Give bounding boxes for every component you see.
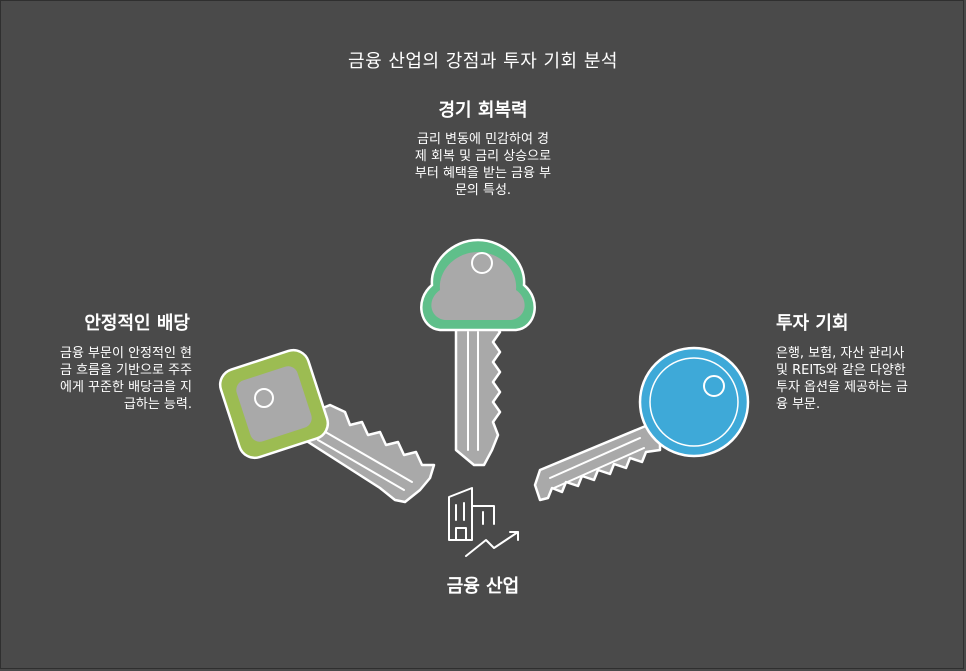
right-desc-line: 은행, 보험, 자산 관리사 <box>776 346 905 361</box>
top-key-hole <box>471 252 493 274</box>
right-description: 은행, 보험, 자산 관리사 및 REITs와 같은 다양한 투자 옵션을 제공… <box>776 345 956 413</box>
right-heading: 투자 기회 <box>776 313 849 334</box>
right-desc-line: 및 REITs와 같은 다양한 <box>776 363 906 378</box>
left-desc-line: 금 흐름을 기반으로 주주 <box>60 363 192 378</box>
left-key-hole <box>254 388 274 408</box>
top-desc-line: 제 회복 및 금리 상승으로 <box>414 149 552 164</box>
right-desc-line: 융 부문. <box>776 397 821 412</box>
building-growth-icon <box>448 487 519 557</box>
right-key <box>533 346 750 502</box>
diagram-title: 금융 산업의 강점과 투자 기회 분석 <box>348 51 618 72</box>
left-desc-line: 금융 부문이 안정적인 현 <box>60 346 192 361</box>
top-desc-line: 문의 특성. <box>454 183 512 198</box>
top-desc-line: 금리 변동에 민감하여 경 <box>417 132 549 147</box>
left-key <box>218 348 436 504</box>
left-description: 금융 부문이 안정적인 현 금 흐름을 기반으로 주주 에게 꾸준한 배당금을 … <box>20 345 192 413</box>
top-description: 금리 변동에 민감하여 경 제 회복 및 금리 상승으로 부터 혜택을 받는 금… <box>383 131 583 199</box>
right-key-shaft <box>533 418 662 502</box>
left-desc-line: 에게 꾸준한 배당금을 지 <box>60 380 192 395</box>
left-heading: 안정적인 배당 <box>84 313 190 334</box>
left-desc-line: 급하는 능력. <box>123 397 192 412</box>
right-key-hole <box>703 375 725 397</box>
top-key <box>420 238 536 467</box>
top-heading: 경기 회복력 <box>438 100 528 121</box>
left-key-shaft <box>303 403 436 504</box>
center-label: 금융 산업 <box>446 576 520 597</box>
right-desc-line: 투자 옵션을 제공하는 금 <box>776 380 908 395</box>
top-desc-line: 부터 혜택을 받는 금융 부 <box>414 166 552 181</box>
